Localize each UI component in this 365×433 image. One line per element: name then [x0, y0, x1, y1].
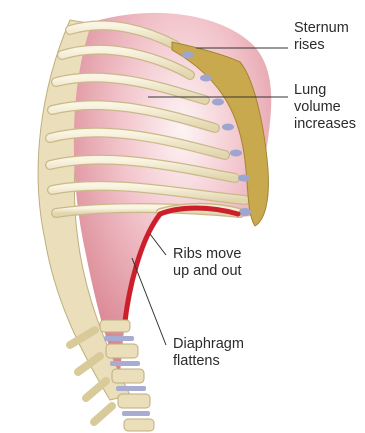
sternum-label: Sternum rises	[294, 20, 349, 54]
lung-label-line: Lung	[294, 82, 356, 99]
lung-label-line: increases	[294, 116, 356, 133]
diaphragm-label-line: Diaphragm	[173, 336, 244, 353]
sternum-label-line: Sternum	[294, 20, 349, 37]
diaphragm-label: Diaphragm flattens	[173, 336, 244, 370]
diaphragm-leader	[132, 258, 166, 345]
ribs-leader	[150, 234, 166, 255]
ribs-label: Ribs move up and out	[173, 246, 242, 280]
diaphragm-label-line: flattens	[173, 353, 244, 370]
sternum-label-line: rises	[294, 37, 349, 54]
ribs-label-line: up and out	[173, 263, 242, 280]
lower-vertebrae	[70, 320, 154, 431]
ribs-label-line: Ribs move	[173, 246, 242, 263]
lung-label-line: volume	[294, 99, 356, 116]
lung-label: Lung volume increases	[294, 82, 356, 133]
